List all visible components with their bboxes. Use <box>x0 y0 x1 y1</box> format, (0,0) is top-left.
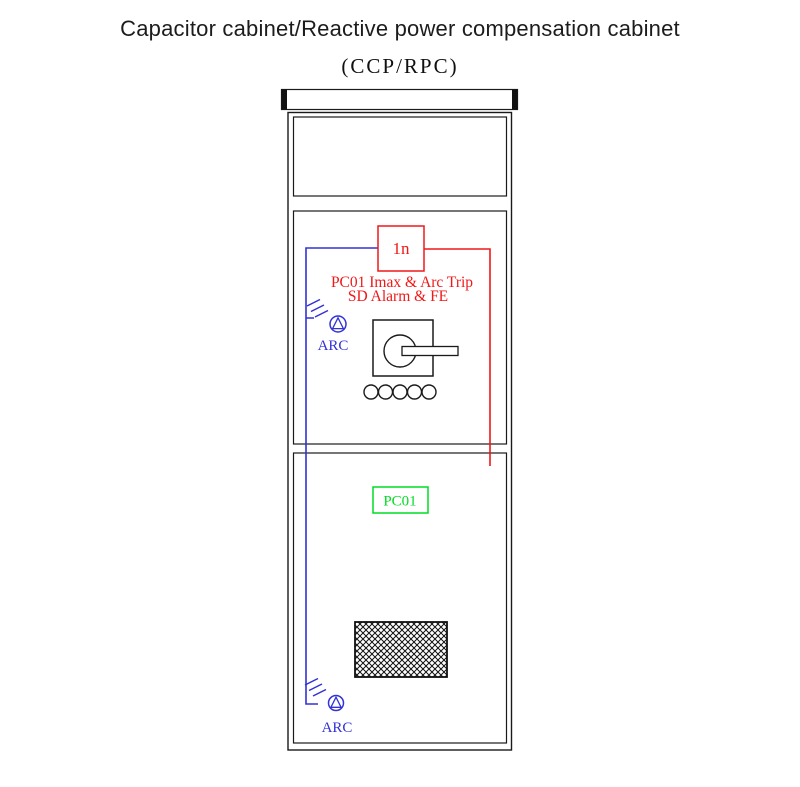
page-subtitle: (CCP/RPC) <box>341 54 459 78</box>
arc-rays-icon <box>306 298 329 318</box>
cabinet-top-cap <box>280 88 519 111</box>
protection-note-line2: SD Alarm & FE <box>348 288 448 305</box>
cabinet-top-panel <box>292 116 508 197</box>
arc-sensor-icon <box>327 694 345 712</box>
cabinet-middle-panel <box>292 210 508 445</box>
cap-right-end <box>512 89 518 110</box>
cabinet-body <box>287 111 513 751</box>
protection-note-line1: PC01 Imax & Arc Trip <box>331 274 473 291</box>
compartment-label: PC01 <box>372 486 429 514</box>
breaker-switch <box>363 319 459 400</box>
indicator-light <box>392 384 408 400</box>
relay-box: 1n <box>377 225 425 272</box>
page-title: Capacitor cabinet/Reactive power compens… <box>120 16 680 41</box>
cabinet-bottom-panel <box>292 452 508 744</box>
relay-box-label: 1n <box>393 239 411 258</box>
indicator-light <box>421 384 437 400</box>
arc-sensor-top <box>306 298 347 333</box>
breaker-handle <box>401 345 459 357</box>
indicator-light <box>377 384 394 400</box>
arc-sensor-top-label: ARC <box>318 338 349 354</box>
relay-box-outline <box>377 225 425 272</box>
indicator-light <box>406 384 423 400</box>
arc-sensor-bottom-label: ARC <box>322 720 353 736</box>
compartment-label-text: PC01 <box>383 494 416 510</box>
compartment-label-box <box>372 486 429 514</box>
cap-outline <box>280 88 519 111</box>
indicator-light <box>363 384 379 400</box>
arc-sensor-triangle-icon <box>331 316 345 330</box>
red-trip-wire <box>424 248 491 466</box>
arc-sensor-triangle-icon <box>329 695 343 708</box>
arc-sensor-icon <box>329 315 347 333</box>
ventilation-grille <box>354 621 448 678</box>
cap-left-end <box>281 89 287 110</box>
arc-rays-icon <box>304 677 327 697</box>
blue-control-wire <box>305 247 378 705</box>
arc-sensor-bottom <box>304 677 345 712</box>
